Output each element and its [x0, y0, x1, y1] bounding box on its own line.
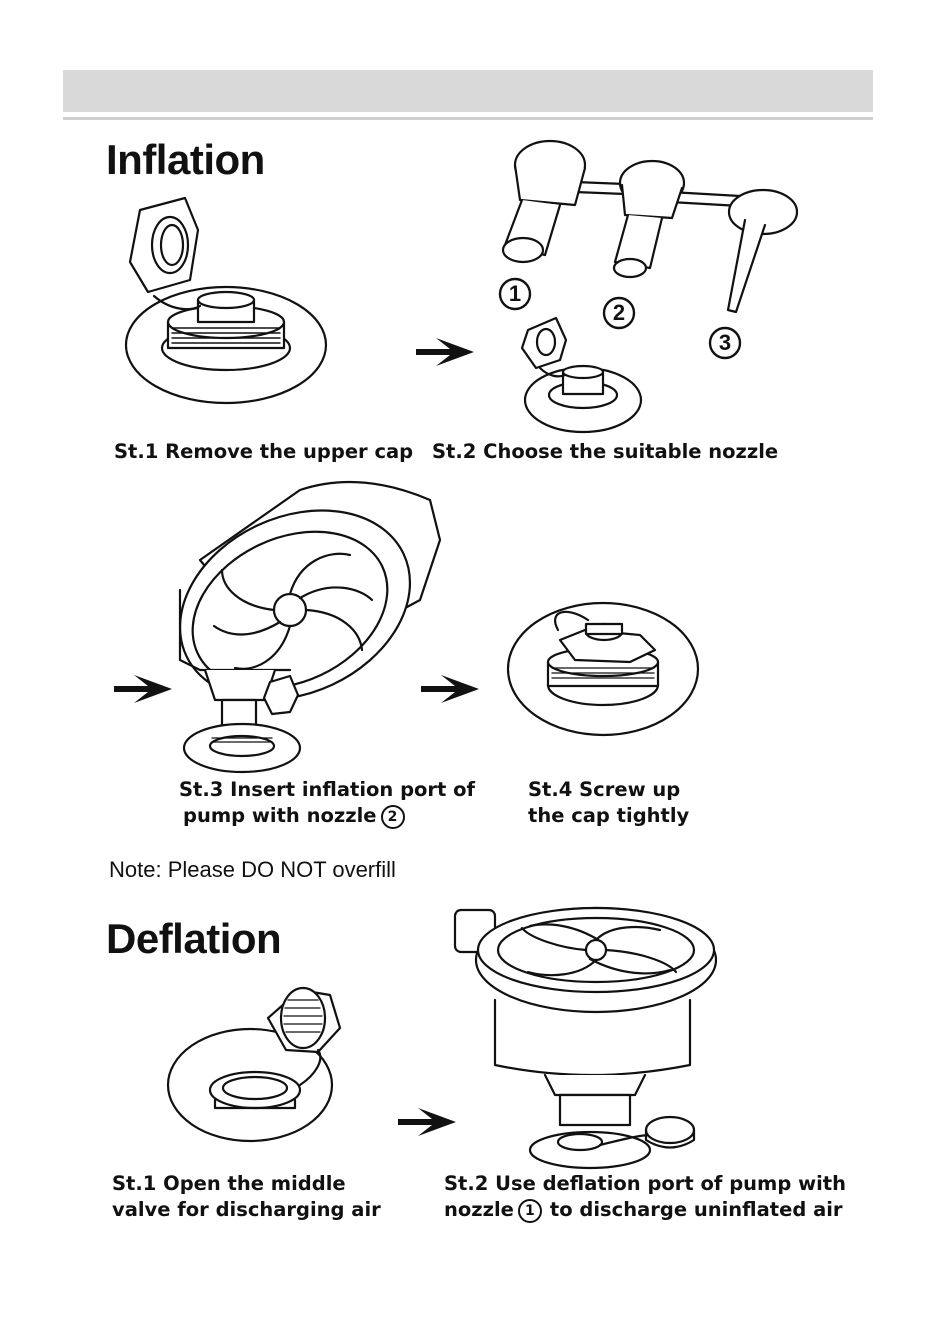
nozzle-ref-1: 1 [517, 1199, 542, 1223]
valve-deflate-illustration [166, 986, 342, 1143]
header-bar [63, 70, 873, 112]
inflation-step4-line2: the cap tightly [528, 804, 690, 827]
header-divider [63, 117, 873, 120]
inflation-step2-caption: St.2 Choose the suitable nozzle [432, 440, 779, 463]
deflation-step1-caption: St.1 Open the middle valve for dischargi… [112, 1171, 381, 1223]
inflation-step3-caption: St.3 Insert inflation port of pump with … [179, 777, 475, 829]
inflation-step3-text: pump with nozzle [183, 804, 377, 827]
valve-open-illustration [124, 196, 328, 405]
valve-closed-illustration [506, 601, 700, 737]
pump-deflation-illustration [453, 906, 718, 1170]
nozzles-illustration [498, 139, 799, 434]
deflation-step2-post: to discharge uninflated air [549, 1198, 843, 1221]
nozzle-number-2: 2 [612, 300, 626, 325]
inflation-step4-line1: St.4 Screw up [528, 778, 681, 801]
inflation-title: Inflation [106, 136, 265, 183]
arrows [114, 338, 479, 1136]
deflation-step2-line1: St.2 Use deflation port of pump with [444, 1172, 847, 1195]
deflation-step1-line2: valve for discharging air [112, 1198, 381, 1221]
deflation-title: Deflation [106, 915, 282, 962]
inflation-step1-caption: St.1 Remove the upper cap [114, 440, 414, 463]
deflation-step2-caption: St.2 Use deflation port of pump with noz… [444, 1171, 846, 1223]
deflation-step1-line1: St.1 Open the middle [112, 1172, 346, 1195]
deflation-step2-pre: nozzle [444, 1198, 514, 1221]
nozzle-ref-2: 2 [380, 805, 405, 829]
inflation-step4-caption: St.4 Screw up the cap tightly [528, 777, 689, 829]
inflation-step3-line1: St.3 Insert inflation port of [179, 778, 476, 801]
pump-inflation-illustration [178, 480, 442, 774]
nozzle-number-3: 3 [718, 330, 732, 355]
overfill-note: Note: Please DO NOT overfill [109, 857, 396, 882]
nozzle-number-1: 1 [508, 281, 522, 306]
